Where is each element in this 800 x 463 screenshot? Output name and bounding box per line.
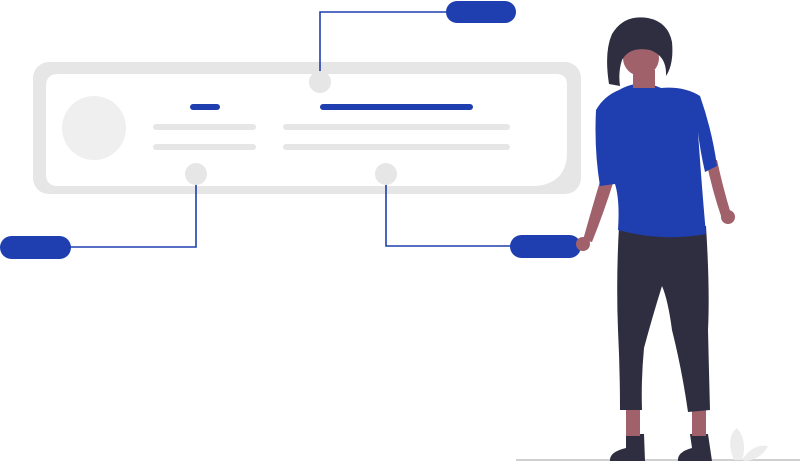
left-ankle [626, 408, 640, 436]
right-hand [721, 210, 735, 224]
card-wireframe [33, 62, 581, 194]
callout-pill-top [446, 1, 516, 23]
callout-pill-right [510, 235, 581, 258]
connector-right [385, 174, 512, 247]
avatar-placeholder [62, 96, 126, 160]
anchor-dot-top [309, 71, 331, 93]
left-arm [583, 178, 614, 242]
accent-line-long [320, 104, 473, 110]
callout-pill-left [0, 236, 71, 259]
pants [617, 226, 710, 412]
text-line-placeholder [153, 144, 256, 150]
right-shoe [677, 434, 712, 461]
plant-icon [730, 428, 768, 461]
connectors [69, 11, 512, 248]
connector-left [69, 174, 197, 248]
left-shoe [609, 434, 645, 461]
shirt [595, 83, 717, 238]
accent-line-short [190, 104, 220, 110]
connector-top [319, 11, 446, 82]
text-line-placeholder [283, 144, 510, 150]
anchor-dot-left [185, 163, 207, 185]
right-ankle [692, 408, 706, 436]
person-figure [576, 17, 735, 461]
text-line-placeholder [153, 124, 256, 130]
right-arm [706, 160, 731, 219]
left-hand [576, 237, 590, 251]
anchor-dot-right [375, 163, 397, 185]
hair [607, 17, 673, 86]
text-line-placeholder [283, 124, 510, 130]
